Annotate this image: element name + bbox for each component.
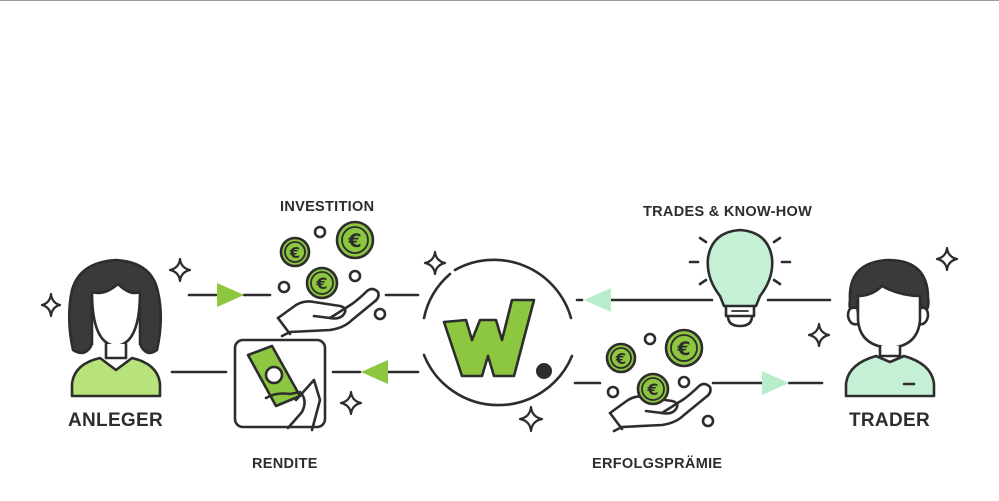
label-anleger: ANLEGER <box>68 410 163 431</box>
euro-coin-icon <box>636 372 670 406</box>
euro-coin-icon <box>305 266 339 300</box>
svg-text:€: € <box>646 380 658 399</box>
sparkle-icon <box>168 257 192 283</box>
banknote-card-icon <box>233 338 327 432</box>
hand-with-euro-coins-icon <box>608 382 712 433</box>
svg-text:€: € <box>615 350 626 368</box>
sparkle-icon <box>518 405 544 433</box>
euro-coin-icon <box>605 342 637 374</box>
man-avatar-icon <box>844 258 936 398</box>
arrow-right-icon <box>762 371 789 395</box>
svg-text:€: € <box>315 274 327 293</box>
hand-with-euro-coins-icon <box>276 287 380 338</box>
sparkle-icon <box>423 250 447 276</box>
label-trades-knowhow: TRADES & KNOW-HOW <box>643 204 813 220</box>
euro-coin-icon <box>335 220 375 260</box>
light-bulb-icon <box>688 228 792 328</box>
svg-text:€: € <box>347 230 361 252</box>
sparkles <box>40 246 959 433</box>
label-erfolgspraemie: ERFOLGSPRÄMIE <box>592 456 723 472</box>
arrow-left-icon <box>584 288 611 312</box>
svg-text:€: € <box>289 244 300 262</box>
w-logo-icon <box>442 298 552 379</box>
platform-circle <box>422 258 574 407</box>
label-trader: TRADER <box>849 410 930 431</box>
sparkle-icon <box>807 322 831 348</box>
label-investition: INVESTITION <box>280 199 375 215</box>
sparkle-icon <box>40 292 62 318</box>
sparkle-icon <box>339 390 363 416</box>
euro-coin-icon <box>664 328 704 368</box>
euro-symbols: € € € € € € <box>289 230 691 399</box>
arrow-right-icon <box>217 283 244 307</box>
euro-coin-icon <box>279 236 311 268</box>
svg-text:€: € <box>676 338 690 360</box>
woman-avatar-icon <box>67 258 163 398</box>
label-rendite: RENDITE <box>252 456 318 472</box>
arrow-left-icon <box>361 360 388 384</box>
sparkle-icon <box>935 246 959 272</box>
top-border <box>0 0 999 1</box>
